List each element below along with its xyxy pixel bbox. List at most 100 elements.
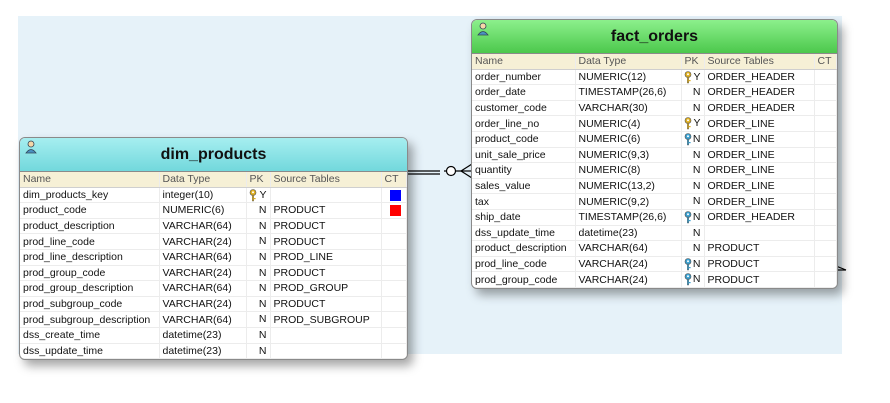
column-pk-cell: Y xyxy=(681,115,705,132)
column-data-type: NUMERIC(6) xyxy=(159,202,247,219)
column-source-table: ORDER_LINE xyxy=(704,193,815,210)
col-header-name: Name xyxy=(20,172,160,188)
column-name: order_line_no xyxy=(472,115,576,132)
column-source-table: ORDER_HEADER xyxy=(704,84,815,101)
column-ct-cell xyxy=(814,69,837,86)
column-name: order_number xyxy=(472,69,576,86)
column-source-table: PRODUCT xyxy=(704,271,815,288)
foreign-key-icon xyxy=(684,257,691,270)
column-ct-cell xyxy=(381,265,407,282)
column-pk-cell: N xyxy=(681,147,705,164)
fact-orders-header[interactable]: fact_orders xyxy=(472,20,837,54)
dim-products-header[interactable]: dim_products xyxy=(20,138,407,172)
primary-key-icon xyxy=(684,117,691,130)
column-pk-cell: N xyxy=(246,202,271,219)
column-source-table: ORDER_LINE xyxy=(704,162,815,179)
column-name: dss_create_time xyxy=(20,327,160,344)
column-source-table xyxy=(270,343,382,360)
user-icon xyxy=(25,140,37,154)
column-ct-cell xyxy=(814,115,837,132)
change-tracking-indicator xyxy=(389,205,401,217)
column-ct-cell xyxy=(381,249,407,266)
column-pk-cell: N xyxy=(681,271,705,288)
column-pk-flag: N xyxy=(692,242,701,255)
crow-foot-lower xyxy=(460,170,473,179)
column-ct-cell xyxy=(814,178,837,195)
column-pk-flag: N xyxy=(258,344,267,357)
change-tracking-indicator xyxy=(389,189,401,201)
column-ct-cell xyxy=(814,84,837,101)
dim-products-title: dim_products xyxy=(160,146,267,163)
column-ct-cell xyxy=(381,296,407,313)
column-header-row: Name Data Type PK Source Tables CT xyxy=(20,172,407,188)
column-source-table: ORDER_LINE xyxy=(704,115,815,132)
column-name: prod_line_code xyxy=(20,233,160,250)
column-source-table: ORDER_HEADER xyxy=(704,209,815,226)
foreign-key-icon xyxy=(684,211,691,224)
column-ct-cell xyxy=(381,327,407,344)
column-pk-flag: N xyxy=(258,297,267,310)
column-name: ship_date xyxy=(472,209,576,226)
column-pk-flag: Y xyxy=(693,70,701,83)
column-source-table: ORDER_HEADER xyxy=(704,69,815,86)
crow-foot-upper xyxy=(460,163,473,172)
column-ct-cell xyxy=(814,271,837,288)
column-pk-cell: N xyxy=(681,84,705,101)
column-ct-cell xyxy=(381,280,407,297)
dim-products-columns: Name Data Type PK Source Tables CT dim_p… xyxy=(20,172,407,360)
column-name: prod_group_code xyxy=(20,265,160,282)
col-header-source-tables: Source Tables xyxy=(704,54,815,70)
column-pk-flag: N xyxy=(692,195,701,208)
column-pk-flag: N xyxy=(692,273,701,286)
column-pk-cell: N xyxy=(246,249,271,266)
column-data-type: NUMERIC(9,3) xyxy=(575,147,682,164)
column-pk-flag: Y xyxy=(693,117,701,130)
col-header-data-type: Data Type xyxy=(575,54,682,70)
column-name: prod_subgroup_description xyxy=(20,311,160,328)
column-pk-cell: N xyxy=(681,256,705,273)
column-data-type: TIMESTAMP(26,6) xyxy=(575,209,682,226)
column-pk-cell: N xyxy=(246,218,271,235)
fact-orders-table[interactable]: fact_orders Name Data Type PK Source Tab… xyxy=(471,19,838,289)
column-pk-cell: N xyxy=(681,209,705,226)
column-name: product_description xyxy=(20,218,160,235)
column-pk-flag: N xyxy=(258,313,267,326)
column-ct-cell xyxy=(381,218,407,235)
column-pk-cell: N xyxy=(681,225,705,242)
dim-products-table[interactable]: dim_products Name Data Type PK Source Ta… xyxy=(19,137,408,361)
column-pk-cell: N xyxy=(681,193,705,210)
column-source-table: PROD_SUBGROUP xyxy=(270,311,382,328)
column-pk-flag: N xyxy=(258,235,267,248)
column-pk-flag: N xyxy=(692,210,701,223)
column-pk-cell: N xyxy=(681,178,705,195)
column-pk-flag: N xyxy=(692,257,701,270)
column-pk-flag: N xyxy=(692,179,701,192)
col-header-pk: PK xyxy=(246,172,271,188)
